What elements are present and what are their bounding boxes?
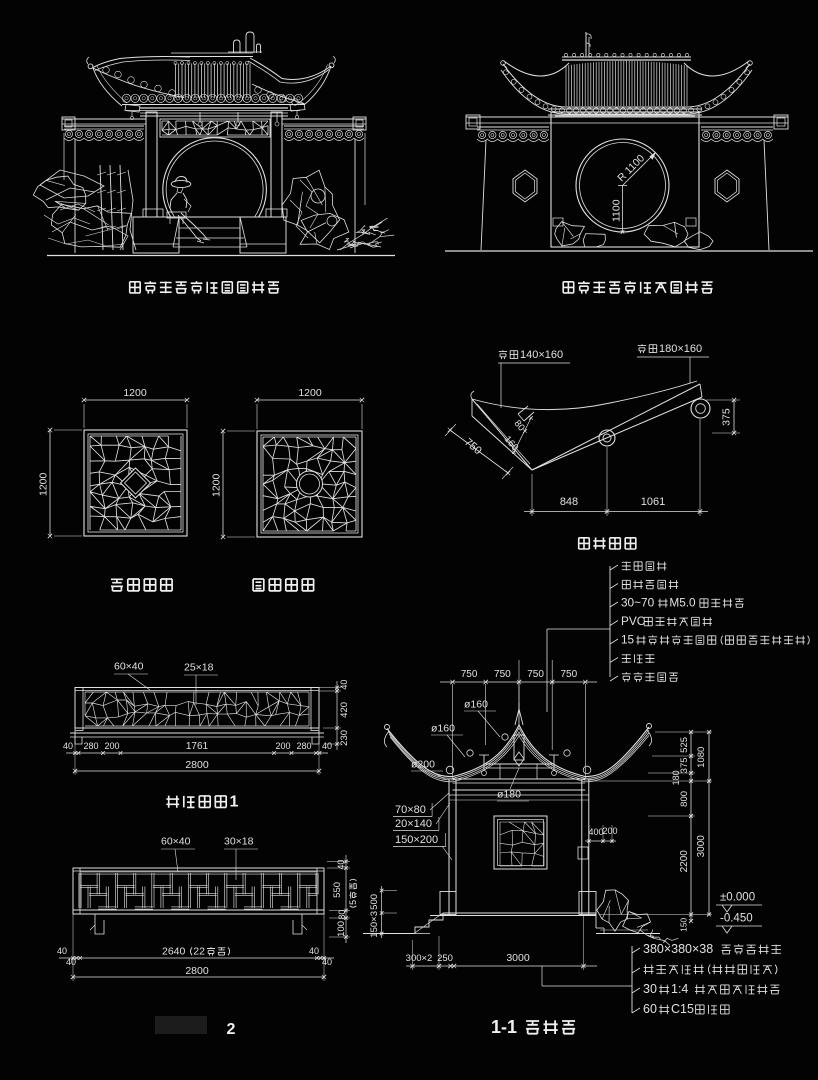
svg-text:1761: 1761 <box>186 741 209 752</box>
svg-text:ø160: ø160 <box>431 723 455 735</box>
svg-text:40: 40 <box>322 741 332 751</box>
svg-text:ø180: ø180 <box>497 789 521 801</box>
svg-text:1200: 1200 <box>37 472 49 496</box>
svg-text:375: 375 <box>679 757 690 773</box>
svg-text:22: 22 <box>193 946 205 958</box>
svg-text:848: 848 <box>560 496 578 508</box>
svg-text:550: 550 <box>332 882 343 898</box>
svg-text:60×40: 60×40 <box>161 836 191 848</box>
svg-text:1080: 1080 <box>696 747 707 768</box>
svg-text:30×18: 30×18 <box>224 836 254 848</box>
svg-text:40: 40 <box>66 957 76 967</box>
svg-text:2200: 2200 <box>679 850 690 873</box>
svg-text:375: 375 <box>720 408 732 426</box>
svg-text:250: 250 <box>437 953 453 964</box>
svg-text:200: 200 <box>602 826 617 836</box>
svg-text:40: 40 <box>309 946 319 956</box>
svg-text:40: 40 <box>339 680 349 690</box>
svg-text:60×40: 60×40 <box>114 661 144 673</box>
svg-text:280: 280 <box>296 741 311 751</box>
svg-text:30~70: 30~70 <box>621 596 655 610</box>
svg-text:1100: 1100 <box>610 199 622 222</box>
svg-text:750: 750 <box>494 669 511 680</box>
svg-text:280: 280 <box>83 741 98 751</box>
svg-text:140×160: 140×160 <box>520 349 563 361</box>
svg-text:5: 5 <box>348 900 358 905</box>
svg-text:80: 80 <box>337 910 347 920</box>
svg-text:2800: 2800 <box>185 759 209 771</box>
svg-text:800: 800 <box>679 791 690 807</box>
svg-text:750: 750 <box>527 669 544 680</box>
svg-text:2: 2 <box>227 1021 236 1038</box>
svg-text:15: 15 <box>621 633 635 647</box>
svg-text:±0.000: ±0.000 <box>720 891 755 903</box>
svg-text:2800: 2800 <box>185 965 209 977</box>
svg-text:3000: 3000 <box>506 952 530 964</box>
svg-text:200: 200 <box>275 741 290 751</box>
svg-text:3000: 3000 <box>696 835 707 858</box>
svg-text:750: 750 <box>560 669 577 680</box>
svg-text:-0.450: -0.450 <box>720 912 753 924</box>
svg-text:40: 40 <box>336 860 346 870</box>
svg-text:1200: 1200 <box>210 473 222 497</box>
svg-text:100: 100 <box>336 921 347 937</box>
svg-text:500: 500 <box>369 894 380 910</box>
svg-text:60: 60 <box>643 1002 657 1016</box>
svg-text:300×2: 300×2 <box>406 953 433 964</box>
svg-text:1200: 1200 <box>123 387 147 399</box>
svg-text:70×80: 70×80 <box>395 804 426 816</box>
svg-text:150×200: 150×200 <box>395 834 438 846</box>
svg-text:40: 40 <box>63 741 73 751</box>
svg-text:1: 1 <box>230 794 239 811</box>
svg-text:C15: C15 <box>671 1002 694 1016</box>
svg-text:750: 750 <box>461 669 478 680</box>
svg-text:PVC: PVC <box>621 614 646 628</box>
svg-text:ø200: ø200 <box>411 759 435 771</box>
svg-text:400: 400 <box>588 827 603 837</box>
svg-text:1-1: 1-1 <box>491 1017 517 1037</box>
svg-text:30: 30 <box>643 982 657 996</box>
svg-text:1200: 1200 <box>298 387 322 399</box>
svg-text:420: 420 <box>339 702 350 718</box>
svg-text:2640: 2640 <box>162 946 186 958</box>
svg-text:1061: 1061 <box>641 496 665 508</box>
svg-text:40: 40 <box>57 946 67 956</box>
svg-text:180×160: 180×160 <box>659 343 702 355</box>
svg-text:20×140: 20×140 <box>395 818 432 830</box>
svg-text:150: 150 <box>679 917 689 931</box>
svg-text:M5.0: M5.0 <box>669 596 696 610</box>
svg-text:150×3: 150×3 <box>369 911 380 938</box>
svg-text:25×18: 25×18 <box>184 662 214 674</box>
svg-text:525: 525 <box>679 737 690 753</box>
svg-text:ø160: ø160 <box>464 699 488 711</box>
svg-text:40: 40 <box>322 957 332 967</box>
svg-text:200: 200 <box>104 741 119 751</box>
svg-text:1:4: 1:4 <box>671 982 688 996</box>
svg-text:380×380×38: 380×380×38 <box>643 942 713 956</box>
svg-text:180: 180 <box>671 770 681 785</box>
svg-text:230: 230 <box>339 730 350 746</box>
